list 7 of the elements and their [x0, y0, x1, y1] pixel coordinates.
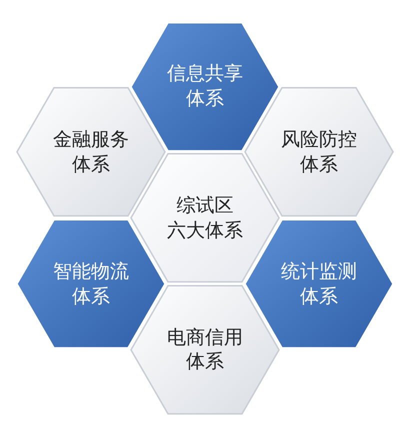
hexagon-label: 风险防控体系 — [281, 127, 357, 177]
hexagon-label: 统计监测体系 — [281, 259, 357, 308]
hexagon-label: 综试区六大体系 — [167, 193, 243, 243]
hexagon-label: 智能物流体系 — [53, 259, 129, 308]
hexagon-label: 信息共享体系 — [167, 62, 243, 112]
hexagon-label: 电商信用体系 — [167, 324, 243, 374]
hexagon-label: 金融服务体系 — [53, 127, 129, 177]
